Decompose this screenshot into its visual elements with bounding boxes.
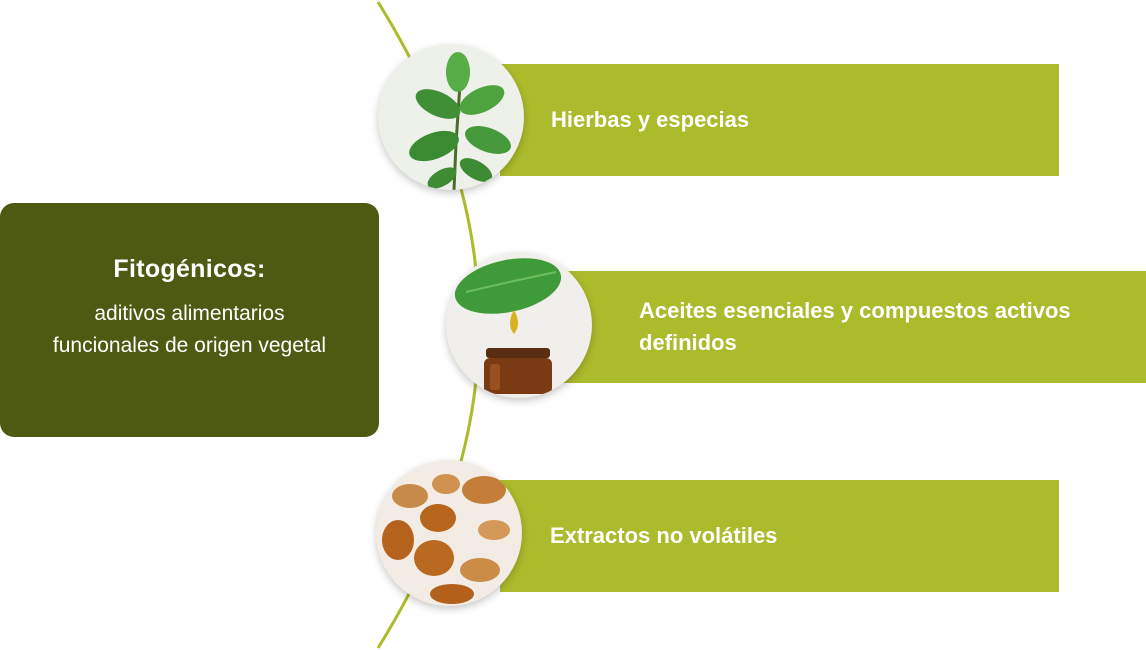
mint-leaves-icon xyxy=(378,44,524,190)
main-title: Fitogénicos: xyxy=(113,255,266,283)
category-bar-herbs: Hierbas y especias xyxy=(500,64,1059,176)
essential-oil-drop-icon xyxy=(446,252,592,398)
category-label-extracts: Extractos no volátiles xyxy=(550,523,778,548)
category-label-herbs: Hierbas y especias xyxy=(551,107,750,132)
main-concept-box: Fitogénicos: aditivos alimentarios funci… xyxy=(0,203,379,437)
category-bar-extracts: Extractos no volátiles xyxy=(500,480,1059,592)
category-label-essential-oils: Aceites esenciales y compuestos activos … xyxy=(639,298,1071,355)
category-bar-essential-oils: Aceites esenciales y compuestos activos … xyxy=(560,271,1146,383)
walnuts-icon xyxy=(376,460,522,606)
main-subtitle: aditivos alimentarios funcionales de ori… xyxy=(52,302,327,357)
